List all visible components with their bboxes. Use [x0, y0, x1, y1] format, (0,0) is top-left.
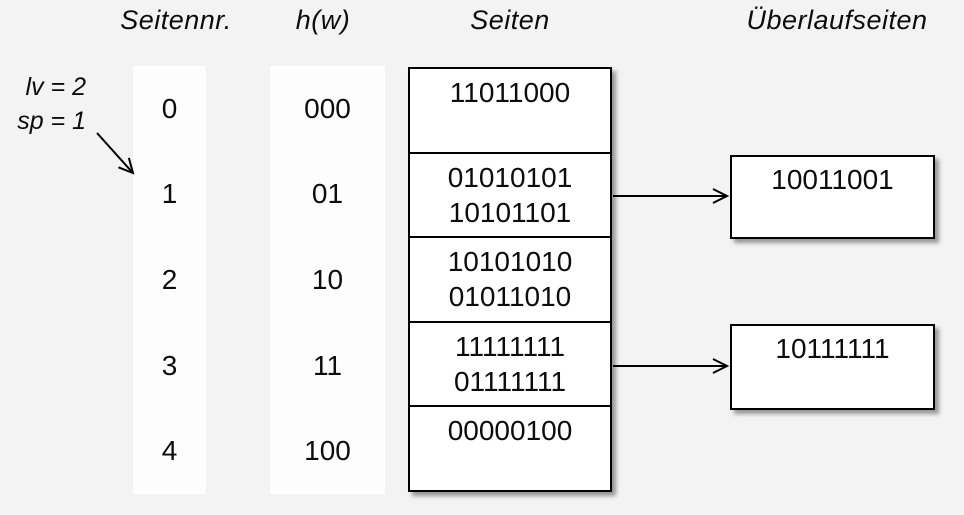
hash-value: 11 [312, 349, 343, 381]
page-number-value: 2 [161, 263, 178, 295]
overflow-page-box-1: 10011001 [730, 155, 935, 239]
page-bucket-1: 01010101 10101101 [410, 151, 610, 237]
page-bucket-2: 10101010 01011010 [410, 236, 610, 321]
overflow-entry: 10011001 [771, 164, 894, 195]
page-number-value: 1 [161, 178, 178, 210]
bucket-entry: 01011010 [448, 281, 572, 313]
overflow-entry: 10111111 [775, 333, 890, 364]
page-number-value: 3 [161, 349, 178, 381]
annotation-lv: lv = 2 [25, 73, 86, 101]
header-pages: Seiten [470, 4, 550, 35]
annotation-sp: sp = 1 [17, 107, 86, 135]
page-bucket-0: 11011000 [410, 69, 610, 152]
page-number-column: 0 1 2 3 4 [133, 66, 206, 494]
bucket-entry: 10101010 [447, 246, 573, 278]
hash-value-column: 000 01 10 11 100 [270, 66, 385, 494]
bucket-entry: 00000100 [447, 415, 573, 447]
state-annotation: lv = 2 sp = 1 [6, 70, 86, 138]
hash-value: 10 [311, 263, 344, 295]
header-page-number: Seitennr. [120, 4, 232, 35]
header-hash-function: h(w) [295, 4, 351, 35]
hash-value: 100 [304, 435, 351, 467]
bucket-entry: 10101101 [448, 196, 572, 228]
bucket-entry: 01111111 [453, 365, 567, 397]
page-number-value: 0 [161, 92, 178, 124]
bucket-entry: 11111111 [454, 330, 566, 362]
pages-table: 11011000 01010101 10101101 10101010 0101… [408, 67, 612, 492]
bucket-entry: 01010101 [447, 161, 573, 193]
hash-value: 01 [311, 178, 344, 210]
hash-value: 000 [304, 92, 351, 124]
overflow-page-box-2: 10111111 [730, 324, 935, 410]
header-overflow-pages: Überlaufseiten [746, 4, 928, 35]
page-bucket-4: 00000100 [410, 405, 610, 490]
page-number-value: 4 [161, 435, 178, 467]
page-bucket-3: 11111111 01111111 [410, 320, 610, 406]
bucket-entry: 11011000 [449, 77, 571, 108]
annotation-pointer-arrow-icon [96, 132, 135, 175]
